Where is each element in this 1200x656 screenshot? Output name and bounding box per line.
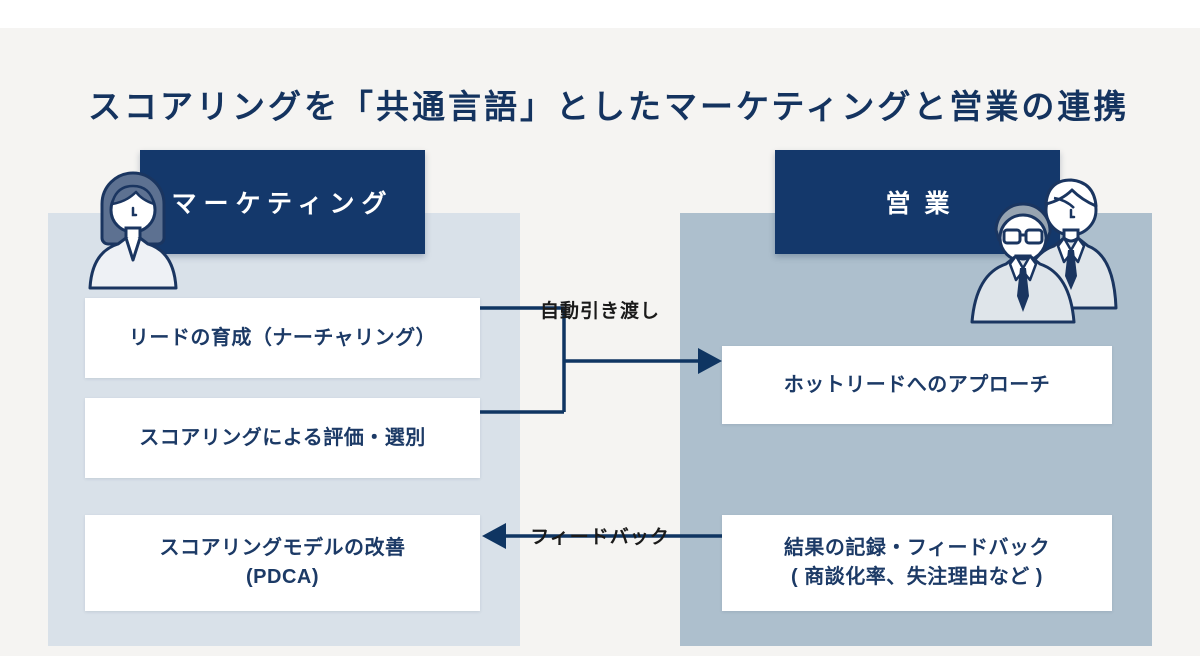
page-title: スコアリングを「共通言語」としたマーケティングと営業の連携 <box>88 88 1130 125</box>
sales-task-hot-lead-approach: ホットリードへのアプローチ <box>722 346 1112 424</box>
marketing-header: マーケティング <box>140 150 425 254</box>
salesman-back <box>1018 178 1118 310</box>
marketing-task-lead-nurturing: リードの育成（ナーチャリング） <box>85 298 480 378</box>
marketing-task-model-improvement: スコアリングモデルの改善 (PDCA) <box>85 515 480 611</box>
marketing-task-scoring-selection: スコアリングによる評価・選別 <box>85 398 480 478</box>
marketing-task-scoring-selection-label: スコアリングによる評価・選別 <box>139 426 426 449</box>
marketer-woman-icon <box>88 171 178 290</box>
marketing-task-lead-nurturing-label: リードの育成（ナーチャリング） <box>128 326 437 349</box>
sales-task-result-feedback: 結果の記録・フィードバック ( 商談化率、失注理由など ) <box>722 515 1112 611</box>
marketing-task-model-improvement-line2: (PDCA) <box>246 566 319 588</box>
sales-task-result-feedback-line2: ( 商談化率、失注理由など ) <box>791 566 1043 588</box>
handover-flow-label: 自動引き渡し <box>539 301 660 322</box>
marketing-task-model-improvement-line1: スコアリングモデルの改善 <box>159 537 406 559</box>
sales-header-label: 営業 <box>885 190 964 218</box>
sales-task-hot-lead-approach-label: ホットリードへのアプローチ <box>783 373 1051 396</box>
marketing-header-label: マーケティング <box>171 190 394 218</box>
feedback-flow-label: フィードバック <box>530 527 670 548</box>
sales-task-result-feedback-line1: 結果の記録・フィードバック <box>783 537 1051 559</box>
diagram-background: スコアリングを「共通言語」としたマーケティングと営業の連携 マーケティング 営業 <box>0 28 1200 656</box>
salesman-front <box>970 202 1076 324</box>
sales-men-icon <box>970 178 1118 324</box>
